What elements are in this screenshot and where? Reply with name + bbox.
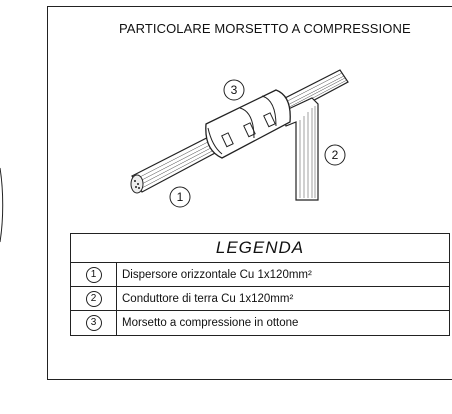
legend-row: 2 Conduttore di terra Cu 1x120mm² xyxy=(71,287,449,311)
legend-description: Conduttore di terra Cu 1x120mm² xyxy=(122,292,294,305)
legend-number: 3 xyxy=(85,315,102,331)
legend-number: 2 xyxy=(85,290,102,307)
svg-text:2: 2 xyxy=(332,148,339,162)
svg-text:1: 1 xyxy=(177,190,184,204)
legend-title: LEGENDA xyxy=(71,234,449,263)
earth-conductor xyxy=(281,97,319,201)
legend-row: 1 Dispersore orizzontale Cu 1x120mm² xyxy=(71,263,449,287)
callout-3: 3 xyxy=(223,79,245,101)
drawing-title: PARTICOLARE MORSETTO A COMPRESSIONE xyxy=(119,21,411,36)
legend-number: 1 xyxy=(85,266,102,283)
callout-2: 2 xyxy=(324,144,346,166)
detail-circle-arc xyxy=(0,167,4,243)
callout-1: 1 xyxy=(169,186,191,208)
svg-text:3: 3 xyxy=(231,83,238,97)
legend-description: Morsetto a compressione in ottone xyxy=(122,317,299,329)
drawing-frame xyxy=(47,6,452,380)
legend-row: 3 Morsetto a compressione in ottone xyxy=(71,311,449,335)
compression-clamp xyxy=(205,89,291,159)
legend-description: Dispersore orizzontale Cu 1x120mm² xyxy=(122,268,312,281)
legend-table: LEGENDA 1 Dispersore orizzontale Cu 1x12… xyxy=(70,233,450,336)
